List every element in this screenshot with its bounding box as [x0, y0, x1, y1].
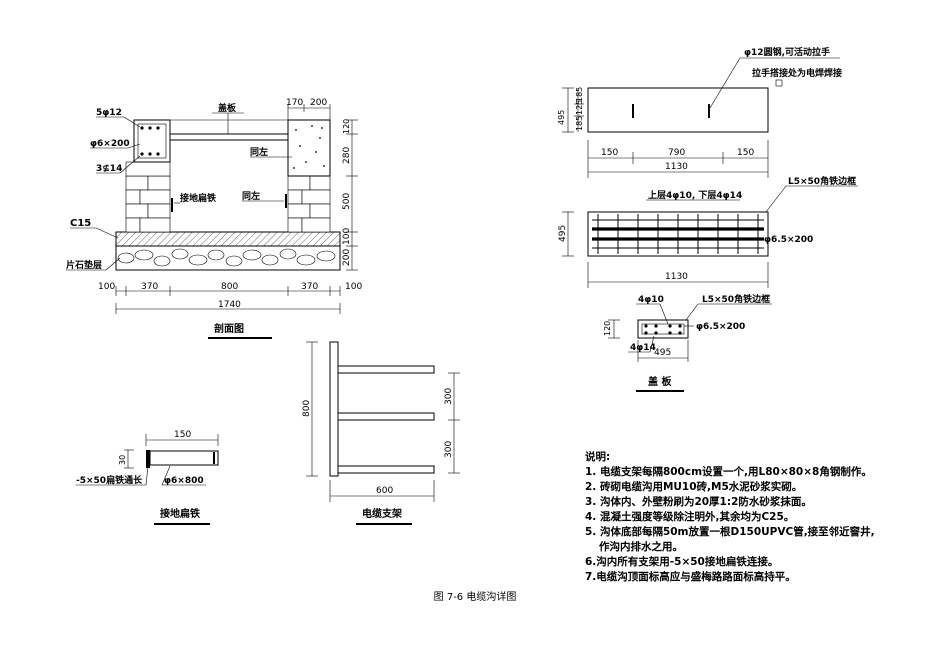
note-item-3: 3. 沟体内、外壁粉刷为20厚1:2防水砂浆抹面。 — [585, 496, 812, 508]
dim-v-280: 280 — [342, 147, 352, 164]
label-r4-14: 4φ14 — [630, 343, 656, 353]
dim-185a: 185 — [575, 87, 584, 102]
note-weld: 拉手搭接处为电焊焊接 — [752, 67, 842, 79]
dim-p-1130: 1130 — [665, 272, 688, 282]
dim-w-790: 790 — [668, 148, 685, 158]
dim-bracket-800: 800 — [302, 400, 312, 417]
left-cap-beam — [133, 119, 171, 163]
label-c15: C15 — [70, 218, 91, 229]
label-flat-rod: φ6×800 — [164, 476, 204, 486]
label-r4-10: 4φ10 — [638, 295, 664, 305]
dim-v-500: 500 — [342, 193, 352, 210]
label-angle-frame-2: L5×50角铁边框 — [702, 293, 770, 305]
label-stirrup-2: φ6.5×200 — [696, 322, 745, 332]
label-flat-bar: -5×50扁铁通长 — [76, 474, 143, 486]
dim-top-200: 200 — [310, 98, 327, 108]
rebar-grid — [592, 214, 764, 254]
label-same-left-2: 同左 — [242, 190, 260, 202]
label-rebar-5: 5φ12 — [96, 108, 122, 118]
note-item-4: 4. 混凝土强度等级除注明外,其余均为C25。 — [585, 511, 795, 523]
label-flatbar: 接地扁铁 — [180, 192, 216, 204]
dim-v-100: 100 — [342, 228, 352, 245]
dim-b-370a: 370 — [141, 282, 158, 292]
note-item-6: 6.沟内所有支架用-5×50接地扁铁连接。 — [585, 556, 779, 568]
note-steel: φ12圆钢,可活动拉手 — [744, 46, 830, 58]
notes-block: 说明: 1. 电缆支架每隔800cm设置一个,用L80×80×8角钢制作。 2.… — [585, 450, 915, 585]
label-stone: 片石垫层 — [66, 259, 102, 271]
dim-total-1740: 1740 — [218, 300, 241, 310]
dim-flat-150: 150 — [174, 430, 191, 440]
cover-slab — [169, 133, 289, 141]
note-item-5-cont: 作沟内排水之用。 — [599, 541, 683, 553]
note-item-7: 7.电缆沟顶面标高应与盛梅路路面标高持平。 — [585, 571, 796, 583]
dim-w-150b: 150 — [737, 148, 754, 158]
figure-caption: 图 7-6 电缆沟详图 — [433, 592, 517, 603]
earthing-flat-iron: 150 30 -5×50扁铁通长 φ6×800 接地扁铁 — [76, 430, 219, 525]
dim-s-495: 495 — [654, 348, 671, 358]
dim-w-1130: 1130 — [665, 162, 688, 172]
cover-plate: φ12圆钢,可活动拉手 拉手搭接处为电焊焊接 495 185 125 185 1… — [557, 46, 858, 392]
section-title: 剖面图 — [214, 322, 244, 335]
dim-b-100a: 100 — [98, 282, 115, 292]
right-cap-beam — [287, 119, 331, 177]
dim-b-100b: 100 — [345, 282, 362, 292]
stone-pattern — [117, 248, 336, 267]
section-view: 5φ12 φ6×200 3⊈14 盖板 C15 片石垫层 接地扁铁 同左 同左 … — [66, 98, 362, 339]
rebar-dots-left — [140, 126, 160, 156]
label-rebar-3: 3⊈14 — [96, 163, 122, 174]
label-same-left-1: 同左 — [250, 146, 268, 158]
dim-b-800: 800 — [221, 282, 238, 292]
label-angle-frame: L5×50角铁边框 — [788, 175, 856, 187]
right-wall — [287, 175, 331, 233]
dim-p-495: 495 — [558, 225, 568, 242]
label-layers: 上层4φ10, 下层4φ14 — [648, 189, 742, 201]
bracket-arm-2 — [337, 412, 435, 421]
dim-bracket-600: 600 — [376, 486, 393, 496]
bracket-post — [329, 341, 339, 477]
label-rebar-6: φ6×200 — [90, 139, 130, 149]
dim-top-170: 170 — [286, 98, 303, 108]
note-item-2: 2. 砖砌电缆沟用MU10砖,M5水泥砂浆实砌。 — [585, 481, 803, 493]
dim-bracket-300a: 300 — [444, 388, 454, 405]
dim-125: 125 — [575, 100, 584, 115]
cover-plan-top — [587, 87, 769, 133]
c15-base — [115, 231, 341, 247]
bracket-arm-1 — [337, 365, 435, 374]
cable-bracket: 800 300 300 600 电缆支架 — [302, 341, 460, 525]
bracket-arm-3 — [337, 465, 435, 474]
dim-bracket-300b: 300 — [444, 441, 454, 458]
cover-small-section — [637, 319, 689, 339]
stone-bedding — [115, 245, 341, 271]
bracket-title: 电缆支架 — [362, 507, 402, 520]
dim-b-370b: 370 — [301, 282, 318, 292]
label-cover: 盖板 — [218, 102, 237, 114]
dim-v-120: 120 — [342, 119, 351, 134]
notes-heading: 说明: — [585, 451, 611, 463]
dim-s-120: 120 — [603, 321, 612, 336]
note-item-1: 1. 电缆支架每隔800cm设置一个,用L80×80×8角钢制作。 — [585, 466, 872, 478]
dim-w-150a: 150 — [601, 148, 618, 158]
flat-rod — [149, 450, 219, 466]
cover-rebar-plan — [587, 211, 769, 257]
dim-185b: 185 — [575, 116, 584, 131]
cover-plate-title: 盖 板 — [648, 375, 672, 388]
dim-flat-30: 30 — [118, 455, 127, 465]
note-item-5: 5. 沟体底部每隔50m放置一根D150UPVC管,接至邻近窨井, — [585, 526, 875, 538]
flat-iron-title: 接地扁铁 — [160, 507, 200, 520]
label-stirrup: φ6.5×200 — [764, 235, 813, 245]
dim-h-495: 495 — [557, 110, 566, 125]
dim-v-200: 200 — [342, 249, 352, 266]
left-wall — [125, 161, 171, 233]
flat-bar — [146, 450, 150, 468]
